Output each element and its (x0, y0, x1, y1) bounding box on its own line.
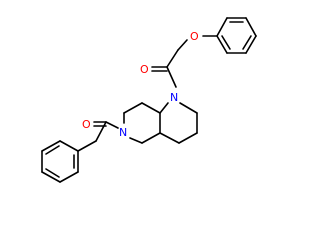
bond (177, 39, 188, 51)
aromatic-bond (221, 35, 231, 50)
bond (59, 140, 79, 152)
bond (41, 171, 61, 183)
aromatic-bond (45, 145, 60, 155)
bond (166, 66, 177, 88)
bond (179, 102, 198, 114)
bond (141, 132, 161, 144)
bond (178, 132, 198, 144)
ring-nitrogen-2-label: N (119, 126, 127, 139)
ether-oxygen-label: O (190, 30, 199, 43)
bond (166, 49, 179, 68)
left-carbonyl-oxygen-label: O (82, 118, 91, 131)
bond (245, 35, 257, 54)
molecule-diagram: O O N N O (41, 17, 257, 183)
bond (216, 17, 228, 37)
aromatic-bond (242, 35, 252, 50)
bond (77, 140, 97, 152)
bond (216, 35, 228, 54)
bond (95, 121, 107, 142)
right-carbonyl-oxygen-label: O (140, 63, 149, 76)
structure-canvas: O O N N O (41, 17, 257, 183)
bond (129, 137, 143, 144)
benzyl-ring (41, 140, 79, 183)
bond (123, 102, 143, 114)
aromatic-bond (45, 168, 60, 178)
phenoxy-ring (216, 17, 257, 54)
bond (105, 121, 119, 129)
bond (245, 17, 257, 37)
bond (59, 171, 79, 183)
atom-labels: O O N N O (82, 30, 199, 139)
bond (141, 102, 161, 114)
right-ring (159, 102, 198, 144)
left-ring (123, 102, 161, 144)
ring-nitrogen-1-label: N (170, 91, 178, 104)
bond (159, 102, 169, 114)
bond (159, 132, 180, 144)
bond (41, 140, 61, 152)
